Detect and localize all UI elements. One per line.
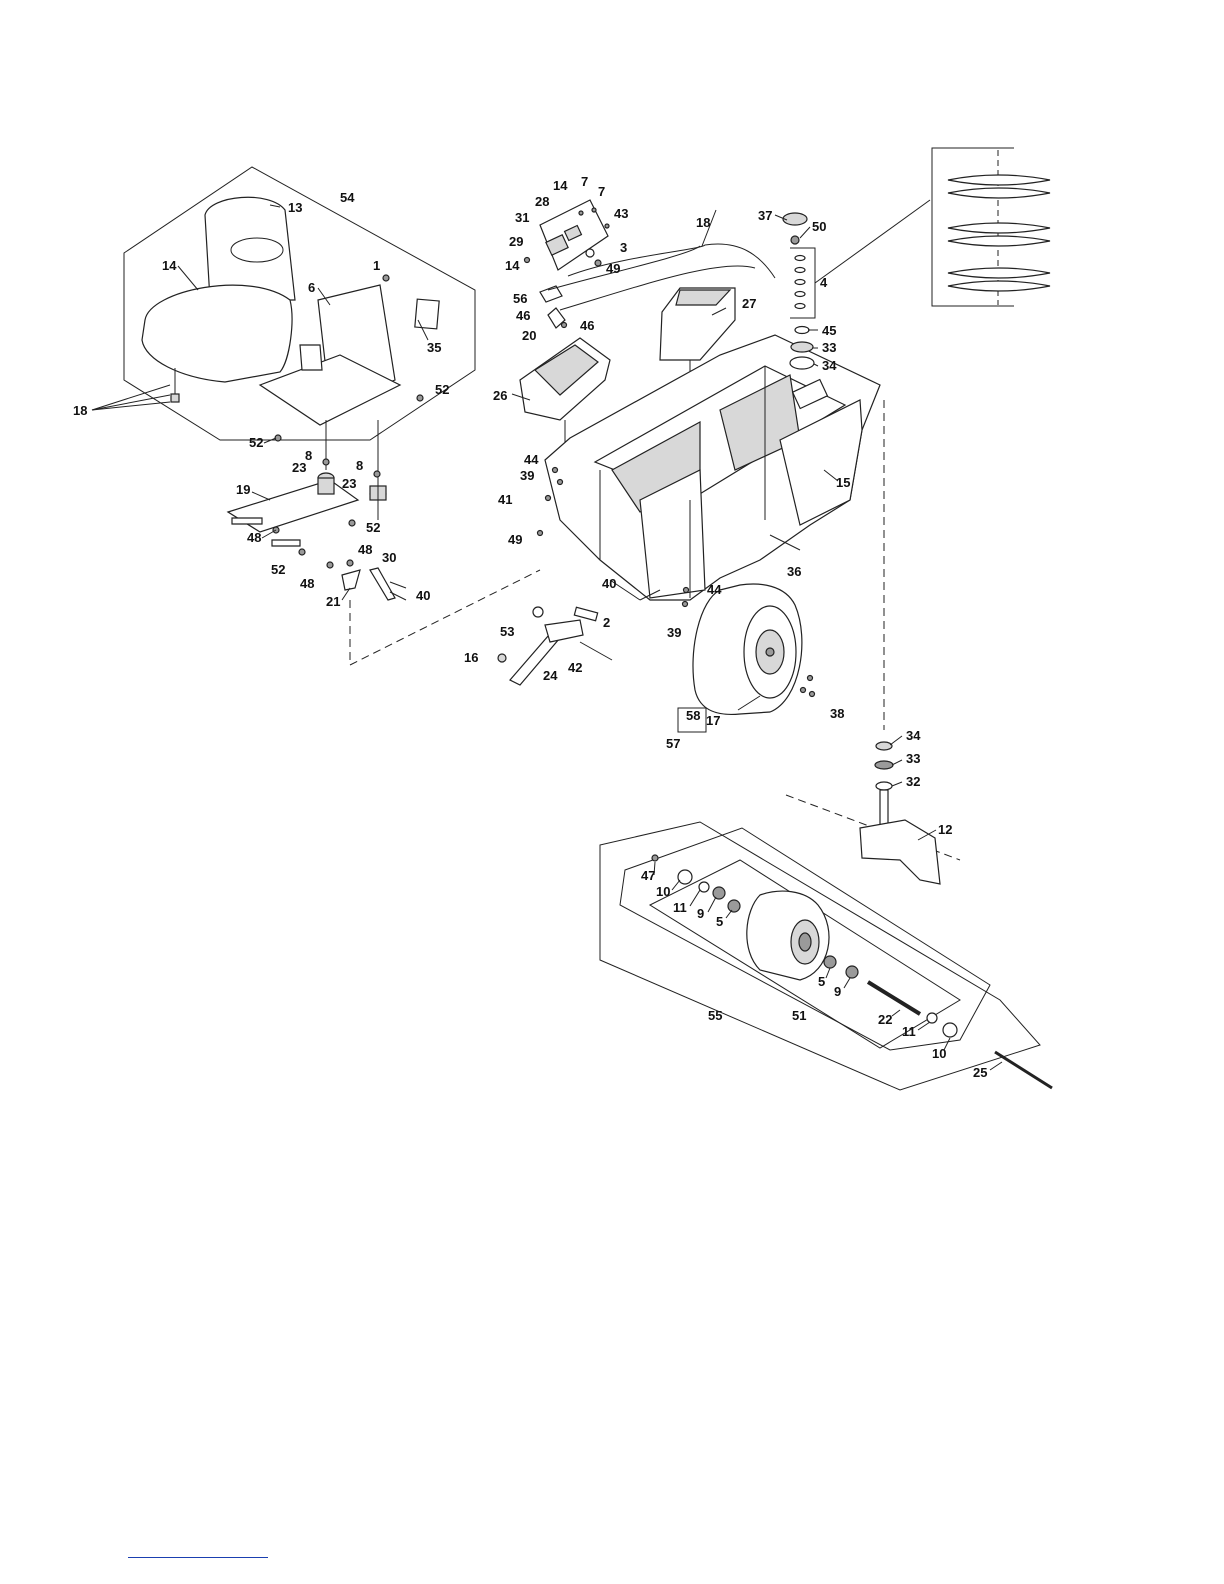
callout-36: 36 [787, 564, 801, 579]
callout-6: 6 [308, 280, 315, 295]
callout-30: 30 [382, 550, 396, 565]
callout-54: 54 [340, 190, 355, 205]
callout-26: 26 [493, 388, 507, 403]
callout-39: 39 [520, 468, 534, 483]
callout-41: 41 [498, 492, 512, 507]
footer-rule [128, 1557, 268, 1558]
callout-38: 38 [830, 706, 844, 721]
shim-detail-inset [932, 148, 1050, 306]
callout-52: 52 [249, 435, 263, 450]
callout-40: 40 [416, 588, 430, 603]
callout-44: 44 [707, 582, 722, 597]
callout-48: 48 [300, 576, 314, 591]
callout-2: 2 [603, 615, 610, 630]
callout-35: 35 [427, 340, 441, 355]
callout-13: 13 [288, 200, 302, 215]
caster-fork [860, 790, 940, 884]
callout-52: 52 [366, 520, 380, 535]
callout-53: 53 [500, 624, 514, 639]
caster-assembly [600, 742, 1052, 1090]
callout-20: 20 [522, 328, 536, 343]
callout-50: 50 [812, 219, 826, 234]
callout-11: 11 [673, 900, 687, 915]
callout-22: 22 [878, 1012, 892, 1027]
callout-43: 43 [614, 206, 628, 221]
callout-45: 45 [822, 323, 836, 338]
callout-10: 10 [656, 884, 670, 899]
callout-19: 19 [236, 482, 250, 497]
callout-28: 28 [535, 194, 549, 209]
callout-9: 9 [834, 984, 841, 999]
callout-17: 17 [706, 713, 720, 728]
callout-11: 11 [902, 1024, 916, 1039]
callout-58: 58 [686, 708, 700, 723]
callout-52: 52 [271, 562, 285, 577]
callout-48: 48 [247, 530, 261, 545]
callout-44: 44 [524, 452, 539, 467]
callout-leaders [178, 205, 1002, 1070]
callout-51: 51 [792, 1008, 806, 1023]
callout-42: 42 [568, 660, 582, 675]
callout-56: 56 [513, 291, 527, 306]
callout-3: 3 [620, 240, 627, 255]
callout-39: 39 [667, 625, 681, 640]
callout-14: 14 [505, 258, 520, 273]
callout-47: 47 [641, 868, 655, 883]
callout-8: 8 [356, 458, 363, 473]
callout-15: 15 [836, 475, 850, 490]
callout-52: 52 [435, 382, 449, 397]
callout-49: 49 [606, 261, 620, 276]
callout-32: 32 [906, 774, 920, 789]
callout-18: 18 [73, 403, 87, 418]
callout-23: 23 [292, 460, 306, 475]
callout-16: 16 [464, 650, 478, 665]
callout-37: 37 [758, 208, 772, 223]
callout-14: 14 [553, 178, 568, 193]
callout-55: 55 [708, 1008, 722, 1023]
seat-cushion [142, 197, 295, 402]
callout-25: 25 [973, 1065, 987, 1080]
callout-1: 1 [373, 258, 380, 273]
callout-23: 23 [342, 476, 356, 491]
callout-14: 14 [162, 258, 177, 273]
callout-33: 33 [822, 340, 836, 355]
callout-40: 40 [602, 576, 616, 591]
callout-46: 46 [580, 318, 594, 333]
callout-5: 5 [716, 914, 723, 929]
callout-12: 12 [938, 822, 952, 837]
callout-57: 57 [666, 736, 680, 751]
seat-assembly [92, 167, 475, 600]
callout-7: 7 [598, 184, 605, 199]
callout-24: 24 [543, 668, 558, 683]
callout-31: 31 [515, 210, 529, 225]
callout-5: 5 [818, 974, 825, 989]
callout-27: 27 [742, 296, 756, 311]
seat-latch-bracket [342, 568, 406, 600]
callout-46: 46 [516, 308, 530, 323]
callout-49: 49 [508, 532, 522, 547]
callout-33: 33 [906, 751, 920, 766]
callout-29: 29 [509, 234, 523, 249]
callout-21: 21 [326, 594, 340, 609]
callout-4: 4 [820, 275, 828, 290]
caster-shim-stack [783, 200, 930, 369]
callout-34: 34 [906, 728, 921, 743]
callout-48: 48 [358, 542, 372, 557]
callout-34: 34 [822, 358, 837, 373]
caster-wheel [747, 891, 829, 980]
callout-7: 7 [581, 174, 588, 189]
callout-10: 10 [932, 1046, 946, 1061]
callout-18: 18 [696, 215, 710, 230]
callout-9: 9 [697, 906, 704, 921]
